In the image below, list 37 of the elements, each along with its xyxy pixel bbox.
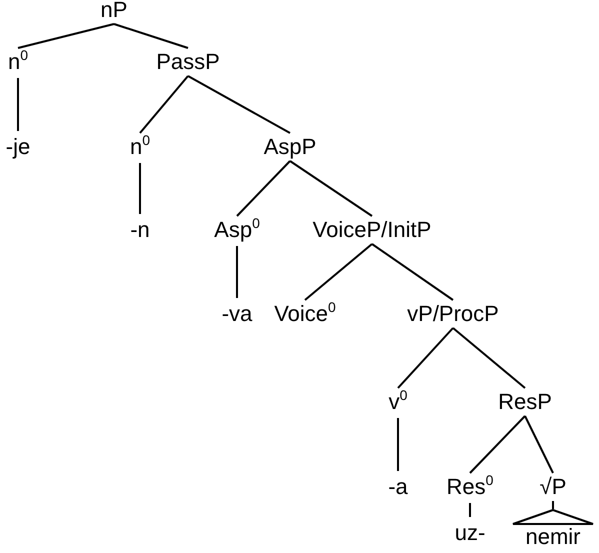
- branch-line: [18, 23, 114, 49]
- phrase-label: Res$^{0}$: [446, 475, 494, 499]
- phrase-label: v$^{0}$: [388, 390, 408, 414]
- leaf-word: nemir: [525, 524, 580, 549]
- branch-line: [114, 23, 188, 49]
- branch-line: [236, 160, 291, 217]
- phrase-label: PassP: [156, 50, 220, 74]
- branch-line: [139, 163, 141, 214]
- leaf-word: uz-: [454, 521, 486, 545]
- leaf-word: -n: [130, 218, 150, 242]
- branch-line: [552, 501, 554, 509]
- leaf-word: -a: [388, 475, 408, 499]
- phrase-label: √P: [540, 475, 566, 499]
- leaf-word: -je: [6, 135, 30, 159]
- branch-line: [397, 418, 399, 471]
- phrase-label: AspP: [264, 135, 316, 159]
- phrase-label: Asp$^{0}$: [214, 218, 260, 242]
- phrase-label: vP/ProcP: [407, 302, 499, 326]
- phrase-label: ResP: [498, 390, 552, 414]
- branch-line: [139, 75, 189, 134]
- phrase-label: n$^{0}$: [130, 135, 150, 159]
- branch-line: [469, 415, 526, 474]
- branch-line: [188, 75, 290, 134]
- leaf-word: -va: [222, 302, 252, 326]
- branch-line: [469, 503, 471, 517]
- branch-line: [289, 160, 373, 217]
- branch-line: [524, 416, 554, 474]
- phrase-label: nP: [100, 0, 128, 22]
- branch-line: [304, 243, 373, 301]
- phrase-label: n$^{0}$: [8, 50, 28, 74]
- leaf-word: Voice$^{0}$: [274, 302, 336, 326]
- branch-line: [371, 243, 454, 301]
- branch-line: [17, 78, 19, 131]
- phrase-label: VoiceP/InitP: [312, 218, 432, 242]
- branch-line: [397, 327, 454, 389]
- branch-line: [236, 246, 238, 298]
- branch-line: [452, 327, 526, 389]
